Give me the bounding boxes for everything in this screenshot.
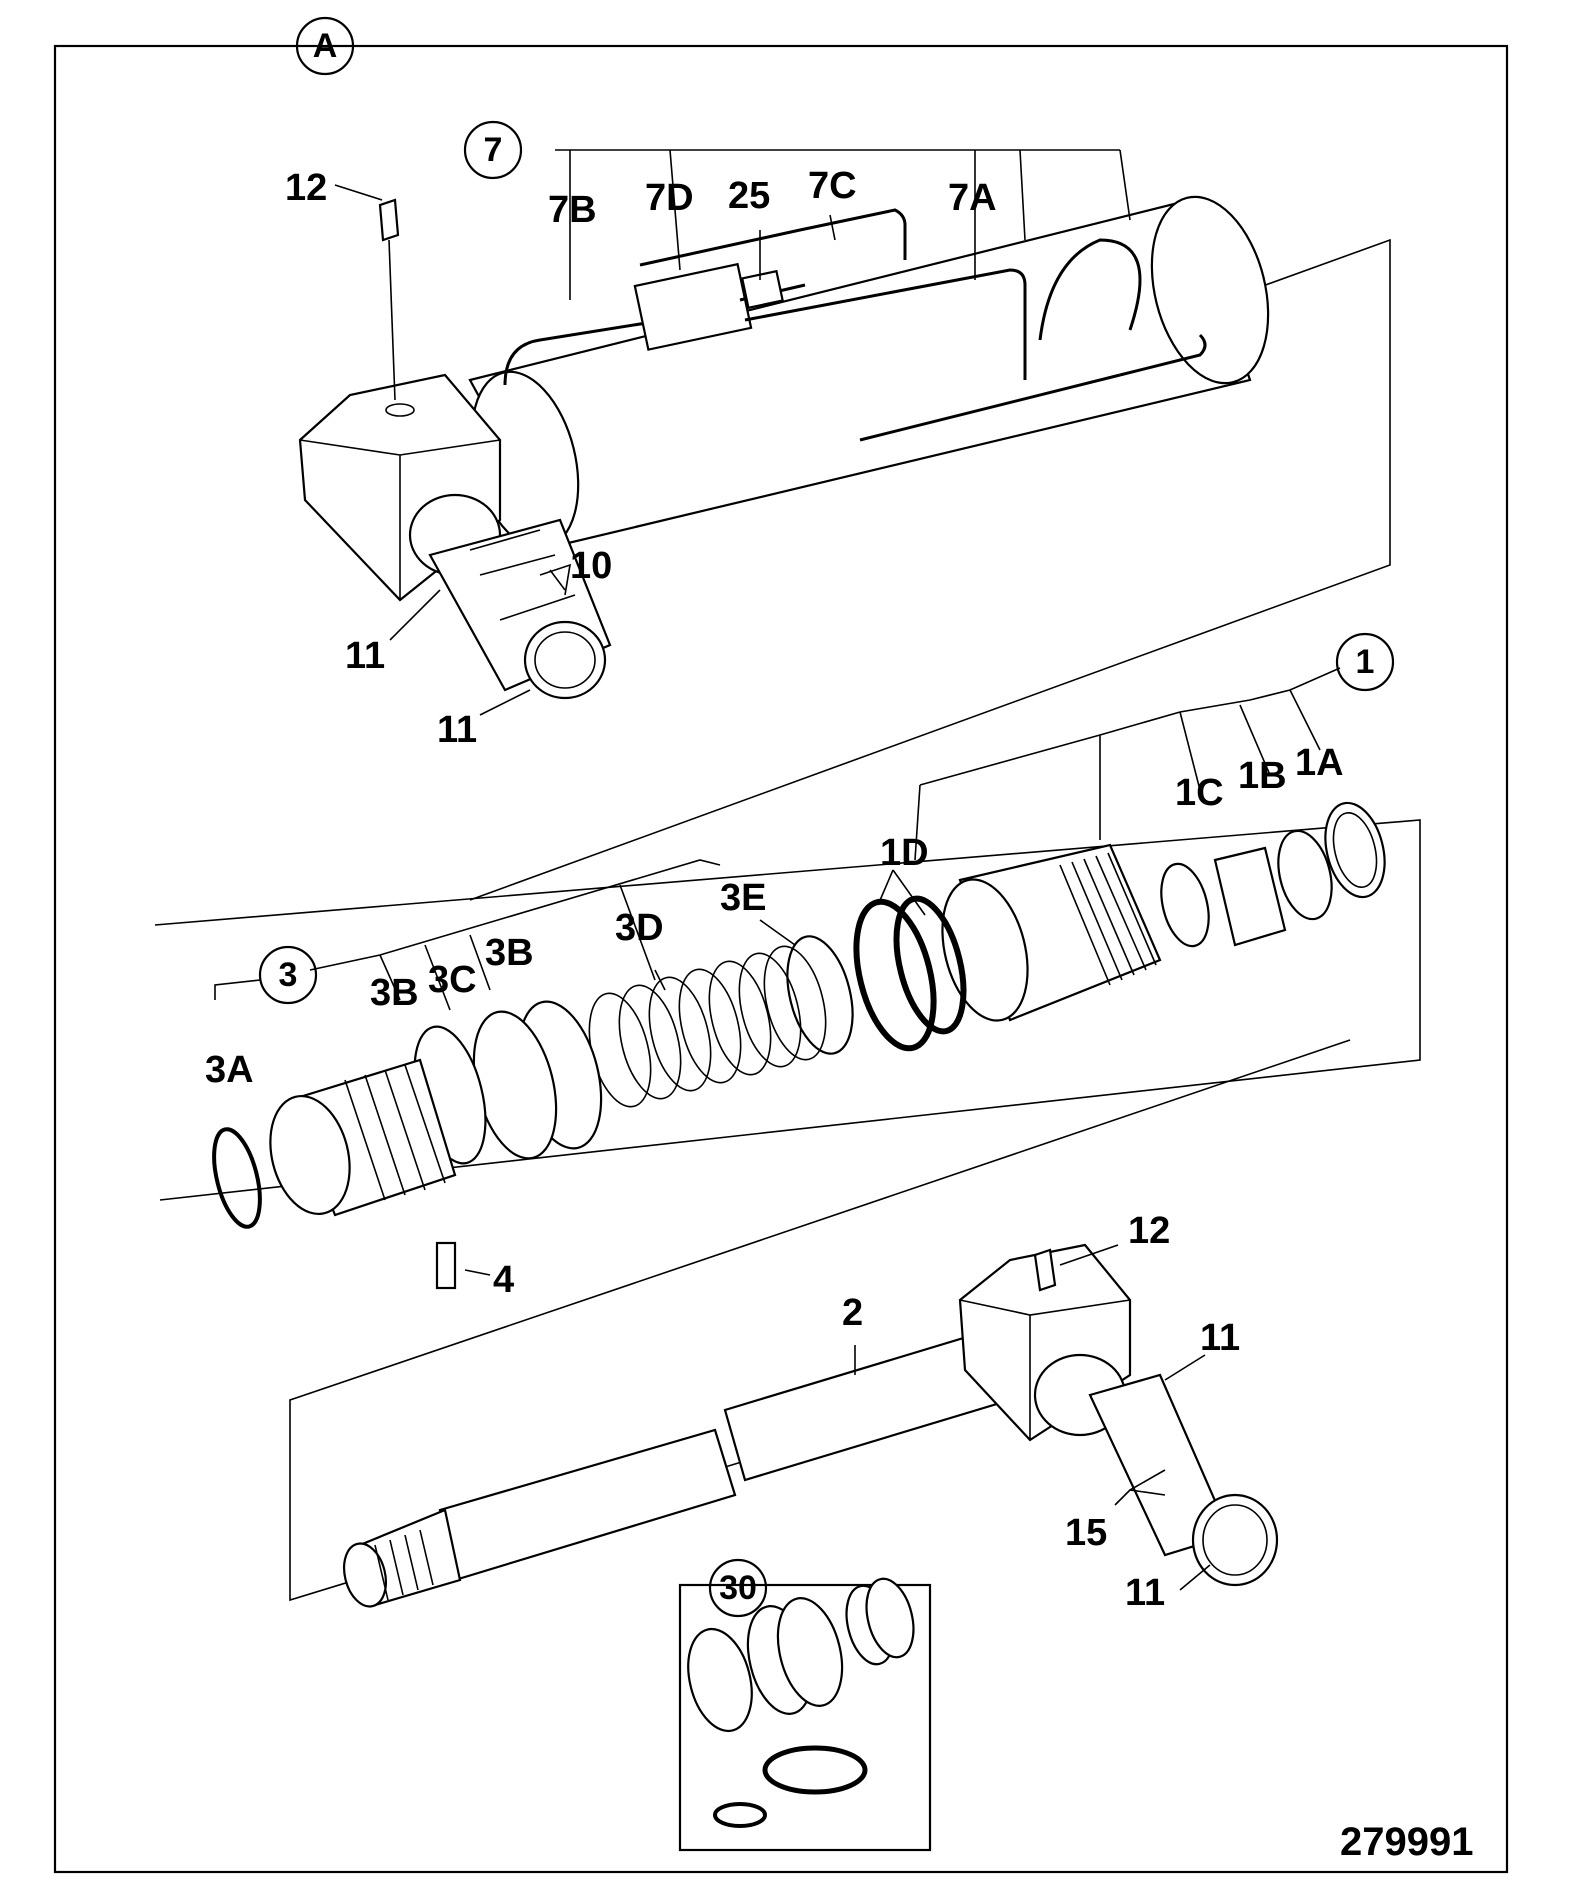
label-11-a: 11 xyxy=(345,635,385,677)
label-11-c: 11 xyxy=(1200,1317,1240,1359)
label-12-bottom: 12 xyxy=(1128,1210,1170,1252)
leader-lines-bot xyxy=(854,1244,1211,1591)
label-1: 1 xyxy=(1356,643,1375,681)
callout-1: 1 xyxy=(1335,632,1395,692)
label-1D: 1D xyxy=(880,832,929,874)
label-3D: 3D xyxy=(615,907,664,949)
pipe-threaded-end xyxy=(859,373,1121,442)
callout-30: 30 xyxy=(708,1558,768,1618)
label-1B: 1B xyxy=(1238,755,1287,797)
grease-nipple-bottom xyxy=(1033,1248,1057,1292)
spring-3D xyxy=(588,945,827,1108)
label-2: 2 xyxy=(842,1292,863,1334)
pipe-7C xyxy=(639,208,907,267)
rod-shaft-a xyxy=(438,1428,737,1582)
seal-kit-box xyxy=(678,1583,932,1852)
label-A: A xyxy=(313,27,338,65)
label-3E: 3E xyxy=(720,877,766,919)
label-3C: 3C xyxy=(428,959,477,1001)
label-3: 3 xyxy=(279,956,298,994)
pipe-7A xyxy=(744,268,1027,380)
callout-A: A xyxy=(295,16,355,76)
grease-port xyxy=(385,403,415,417)
outer-frame xyxy=(53,44,1509,1874)
label-7: 7 xyxy=(484,131,503,169)
leader-lines-top xyxy=(334,149,1131,716)
label-30: 30 xyxy=(719,1569,757,1607)
callout-7: 7 xyxy=(463,120,523,180)
o-ring-1D-a xyxy=(853,898,937,1052)
leader-lines-mid xyxy=(214,667,1341,1276)
section-outline-mid xyxy=(154,819,1421,1201)
valve-block-7D xyxy=(633,262,753,351)
label-12-top: 12 xyxy=(285,167,327,209)
piston-rod-assembly xyxy=(289,1039,1351,1608)
label-7C: 7C xyxy=(808,165,857,207)
label-7A: 7A xyxy=(948,177,997,219)
label-11-b: 11 xyxy=(437,709,477,751)
label-3A: 3A xyxy=(205,1049,254,1091)
ring-1A xyxy=(1324,801,1386,899)
label-1A: 1A xyxy=(1295,742,1344,784)
label-7D: 7D xyxy=(645,177,694,219)
label-7B: 7B xyxy=(548,189,597,231)
label-25: 25 xyxy=(728,175,770,217)
figure-reference-number: 279991 xyxy=(1340,1820,1473,1864)
cylinder-body-assembly xyxy=(298,195,1391,901)
pipe-7B xyxy=(503,318,666,386)
label-15: 15 xyxy=(1065,1512,1107,1554)
label-3B-a: 3B xyxy=(370,972,419,1014)
label-10: 10 xyxy=(570,545,612,587)
ring-1C xyxy=(1160,862,1210,948)
seal-kit-30 xyxy=(678,1577,932,1852)
tube-end-cap xyxy=(1150,195,1270,385)
grease-nipple-top xyxy=(378,198,400,242)
seal-3E xyxy=(786,935,854,1055)
ring-1B xyxy=(1277,829,1333,921)
ring-3A xyxy=(212,1127,262,1229)
piston-gland-assembly xyxy=(154,801,1421,1290)
label-3B-b: 3B xyxy=(485,932,534,974)
label-11-d: 11 xyxy=(1125,1572,1165,1614)
callout-3: 3 xyxy=(258,945,318,1005)
pin-4 xyxy=(435,1241,457,1290)
label-4: 4 xyxy=(493,1259,514,1301)
label-1C: 1C xyxy=(1175,772,1224,814)
